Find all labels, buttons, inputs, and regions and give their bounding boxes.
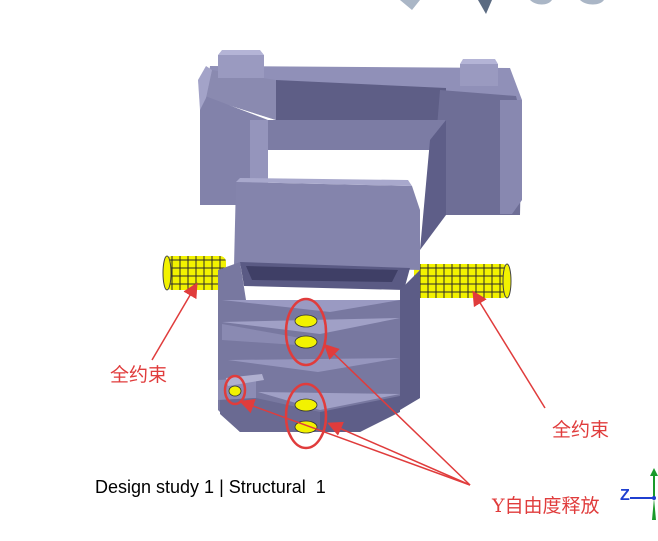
- top-cut-shapes: [400, 0, 604, 14]
- highlight-circles: [223, 297, 328, 450]
- arrow-right-constraint: [472, 290, 546, 409]
- left-constraint-rod[interactable]: [162, 255, 226, 291]
- pin-3[interactable]: [228, 385, 242, 397]
- highlight-circle-upper: [284, 297, 328, 367]
- pin-1[interactable]: [294, 314, 318, 328]
- study-title: Design study 1 | Structural 1: [95, 477, 326, 497]
- triad-z-label: Z: [620, 487, 630, 504]
- arrow-y-lower: [327, 421, 471, 486]
- y-release-label: Y自由度释放: [492, 495, 600, 517]
- arrow-y-upper: [323, 343, 471, 486]
- left-constraint-label: 全约束: [110, 364, 168, 386]
- pin-4[interactable]: [294, 398, 318, 412]
- right-constraint-label: 全约束: [552, 419, 610, 441]
- model-frame[interactable]: [198, 50, 522, 250]
- model-body[interactable]: [218, 178, 420, 432]
- pin-2[interactable]: [294, 335, 318, 349]
- coordinate-triad: [630, 468, 658, 520]
- arrow-y-small: [239, 399, 471, 486]
- highlight-circle-lower: [284, 382, 328, 450]
- annotation-arrows: [151, 282, 546, 486]
- highlight-circle-small: [223, 374, 247, 406]
- right-constraint-rod[interactable]: [414, 263, 512, 299]
- y-release-pins[interactable]: [228, 314, 318, 434]
- arrow-left-constraint: [151, 282, 198, 361]
